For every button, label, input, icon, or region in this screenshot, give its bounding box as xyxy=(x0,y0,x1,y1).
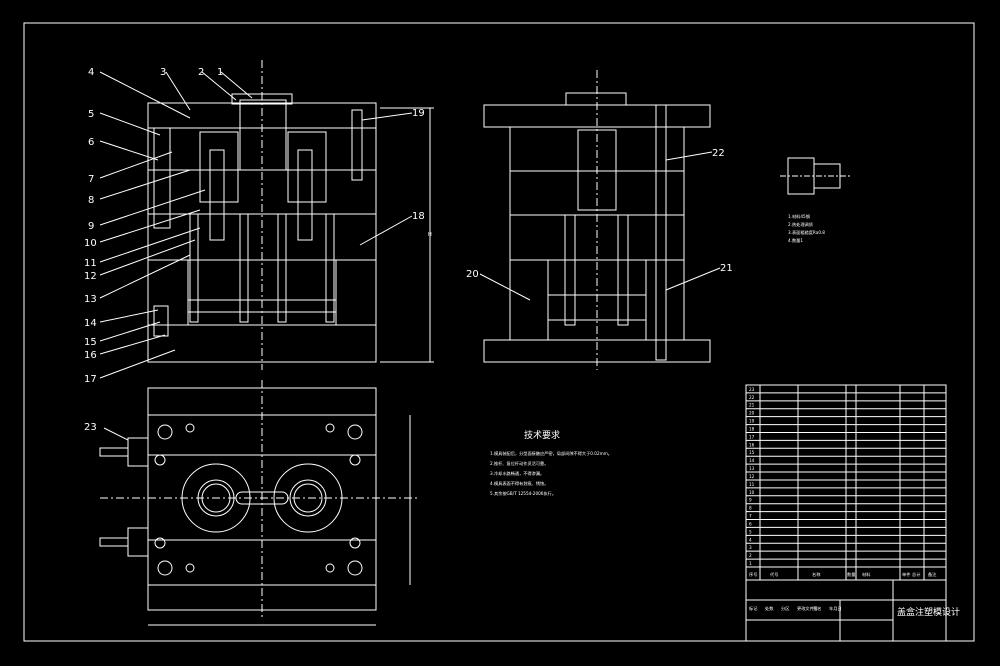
title-block-row-number: 10 xyxy=(749,490,755,495)
title-block-header: 材料 xyxy=(862,571,871,578)
tech-title: 技术要求 xyxy=(524,429,560,441)
tech-note: 5.其余按GB/T 12554-2006执行。 xyxy=(490,490,556,497)
drawing-title: 盖盒注塑模设计 xyxy=(897,606,960,618)
title-block-row-number: 21 xyxy=(749,403,755,408)
title-block-row-number: 23 xyxy=(749,387,755,392)
part-label: 11 xyxy=(84,258,97,269)
title-block-header: 总计 xyxy=(912,571,920,578)
title-block-header: 代号 xyxy=(770,571,778,578)
title-block-row-number: 13 xyxy=(749,466,755,471)
title-block-footer: 分区 xyxy=(781,605,789,612)
technical-requirements: 技术要求 1.模具装配后，分型面接触应严密，局部间隙不得大于0.02mm。 2.… xyxy=(490,429,612,497)
title-block-row-number: 4 xyxy=(749,537,752,542)
part-label: 16 xyxy=(84,350,97,361)
title-block-row-number: 15 xyxy=(749,450,755,455)
side-section-view: 22 20 21 xyxy=(466,70,733,370)
part-label: 6 xyxy=(88,137,94,148)
part-label: 1 xyxy=(217,67,223,78)
part-label: 22 xyxy=(712,148,725,159)
part-label: 3 xyxy=(160,67,166,78)
front-section-view: H xyxy=(147,60,434,370)
title-block-row-number: 8 xyxy=(749,506,752,511)
part-label: 21 xyxy=(720,263,733,274)
part-label: 19 xyxy=(412,108,425,119)
title-block-footer: 年月日 xyxy=(829,605,842,612)
title-block-row-number: 16 xyxy=(749,442,755,447)
title-block-row-number: 17 xyxy=(749,434,755,439)
part-label: 10 xyxy=(84,238,97,249)
leader-lines-left xyxy=(99,71,413,379)
part-label: 23 xyxy=(84,422,97,433)
part-label: 13 xyxy=(84,294,97,305)
detail-note: 1.材料45钢 xyxy=(788,213,810,220)
title-block-row-number: 9 xyxy=(749,498,752,503)
title-block-row-number: 7 xyxy=(749,514,752,519)
title-block-header: 名称 xyxy=(812,571,820,578)
tech-note: 3.冷却水路畅通，不得渗漏。 xyxy=(490,470,544,477)
title-block-footer: 更改文件号 xyxy=(797,605,818,612)
title-block-row-number: 19 xyxy=(749,419,755,424)
part-label: 18 xyxy=(412,211,425,222)
detail-note: 3.表面粗糙度Ra0.8 xyxy=(788,229,825,236)
title-block-row-number: 5 xyxy=(749,529,752,534)
part-label: 12 xyxy=(84,271,97,282)
title-block-row-number: 20 xyxy=(749,411,755,416)
part-number-labels: 4 3 2 1 5 6 7 8 9 10 11 12 13 14 15 16 1… xyxy=(84,67,425,385)
title-block-row-number: 22 xyxy=(749,395,755,400)
title-block-row-number: 2 xyxy=(749,553,752,558)
title-block: 盖盒注塑模设计 23222120191817161514131211109876… xyxy=(745,384,960,642)
title-block-row-number: 18 xyxy=(749,426,755,431)
part-label: 15 xyxy=(84,337,97,348)
detail-note: 2.热处理调质 xyxy=(788,221,813,228)
title-block-header: 单件 xyxy=(902,571,910,578)
part-label: 5 xyxy=(88,109,94,120)
title-block-row-number: 6 xyxy=(749,521,752,526)
part-label: 9 xyxy=(88,221,94,232)
part-label: 2 xyxy=(198,67,204,78)
part-label: 17 xyxy=(84,374,97,385)
part-label: 14 xyxy=(84,318,97,329)
title-block-footer: 标记 xyxy=(749,605,758,612)
title-block-header: 序号 xyxy=(749,571,757,578)
title-block-footer: 处数 xyxy=(765,605,774,612)
tech-note: 1.模具装配后，分型面接触应严密，局部间隙不得大于0.02mm。 xyxy=(490,450,612,457)
plan-view: 23 xyxy=(84,380,420,626)
title-block-row-number: 14 xyxy=(749,458,755,463)
tech-note: 4.模具表面不得有划痕、锈蚀。 xyxy=(490,480,548,487)
title-block-row-number: 11 xyxy=(749,482,755,487)
part-label: 20 xyxy=(466,269,479,280)
title-block-row-number: 3 xyxy=(749,545,752,550)
title-block-row-number: 12 xyxy=(749,474,755,479)
detail-view: 1.材料45钢 2.热处理调质 3.表面粗糙度Ra0.8 4.数量1 xyxy=(780,157,850,244)
svg-text:H: H xyxy=(428,232,432,238)
detail-note: 4.数量1 xyxy=(788,237,803,244)
part-label: 4 xyxy=(88,67,94,78)
title-block-header: 数量 xyxy=(847,571,855,578)
title-block-header: 备注 xyxy=(928,571,937,578)
part-label: 8 xyxy=(88,195,94,206)
tech-note: 2.推杆、复位杆动作灵活可靠。 xyxy=(490,460,548,467)
sheet-border xyxy=(23,22,975,642)
title-block-row-number: 1 xyxy=(749,561,752,566)
part-label: 7 xyxy=(88,174,94,185)
title-block-footer: 签名 xyxy=(813,605,821,612)
